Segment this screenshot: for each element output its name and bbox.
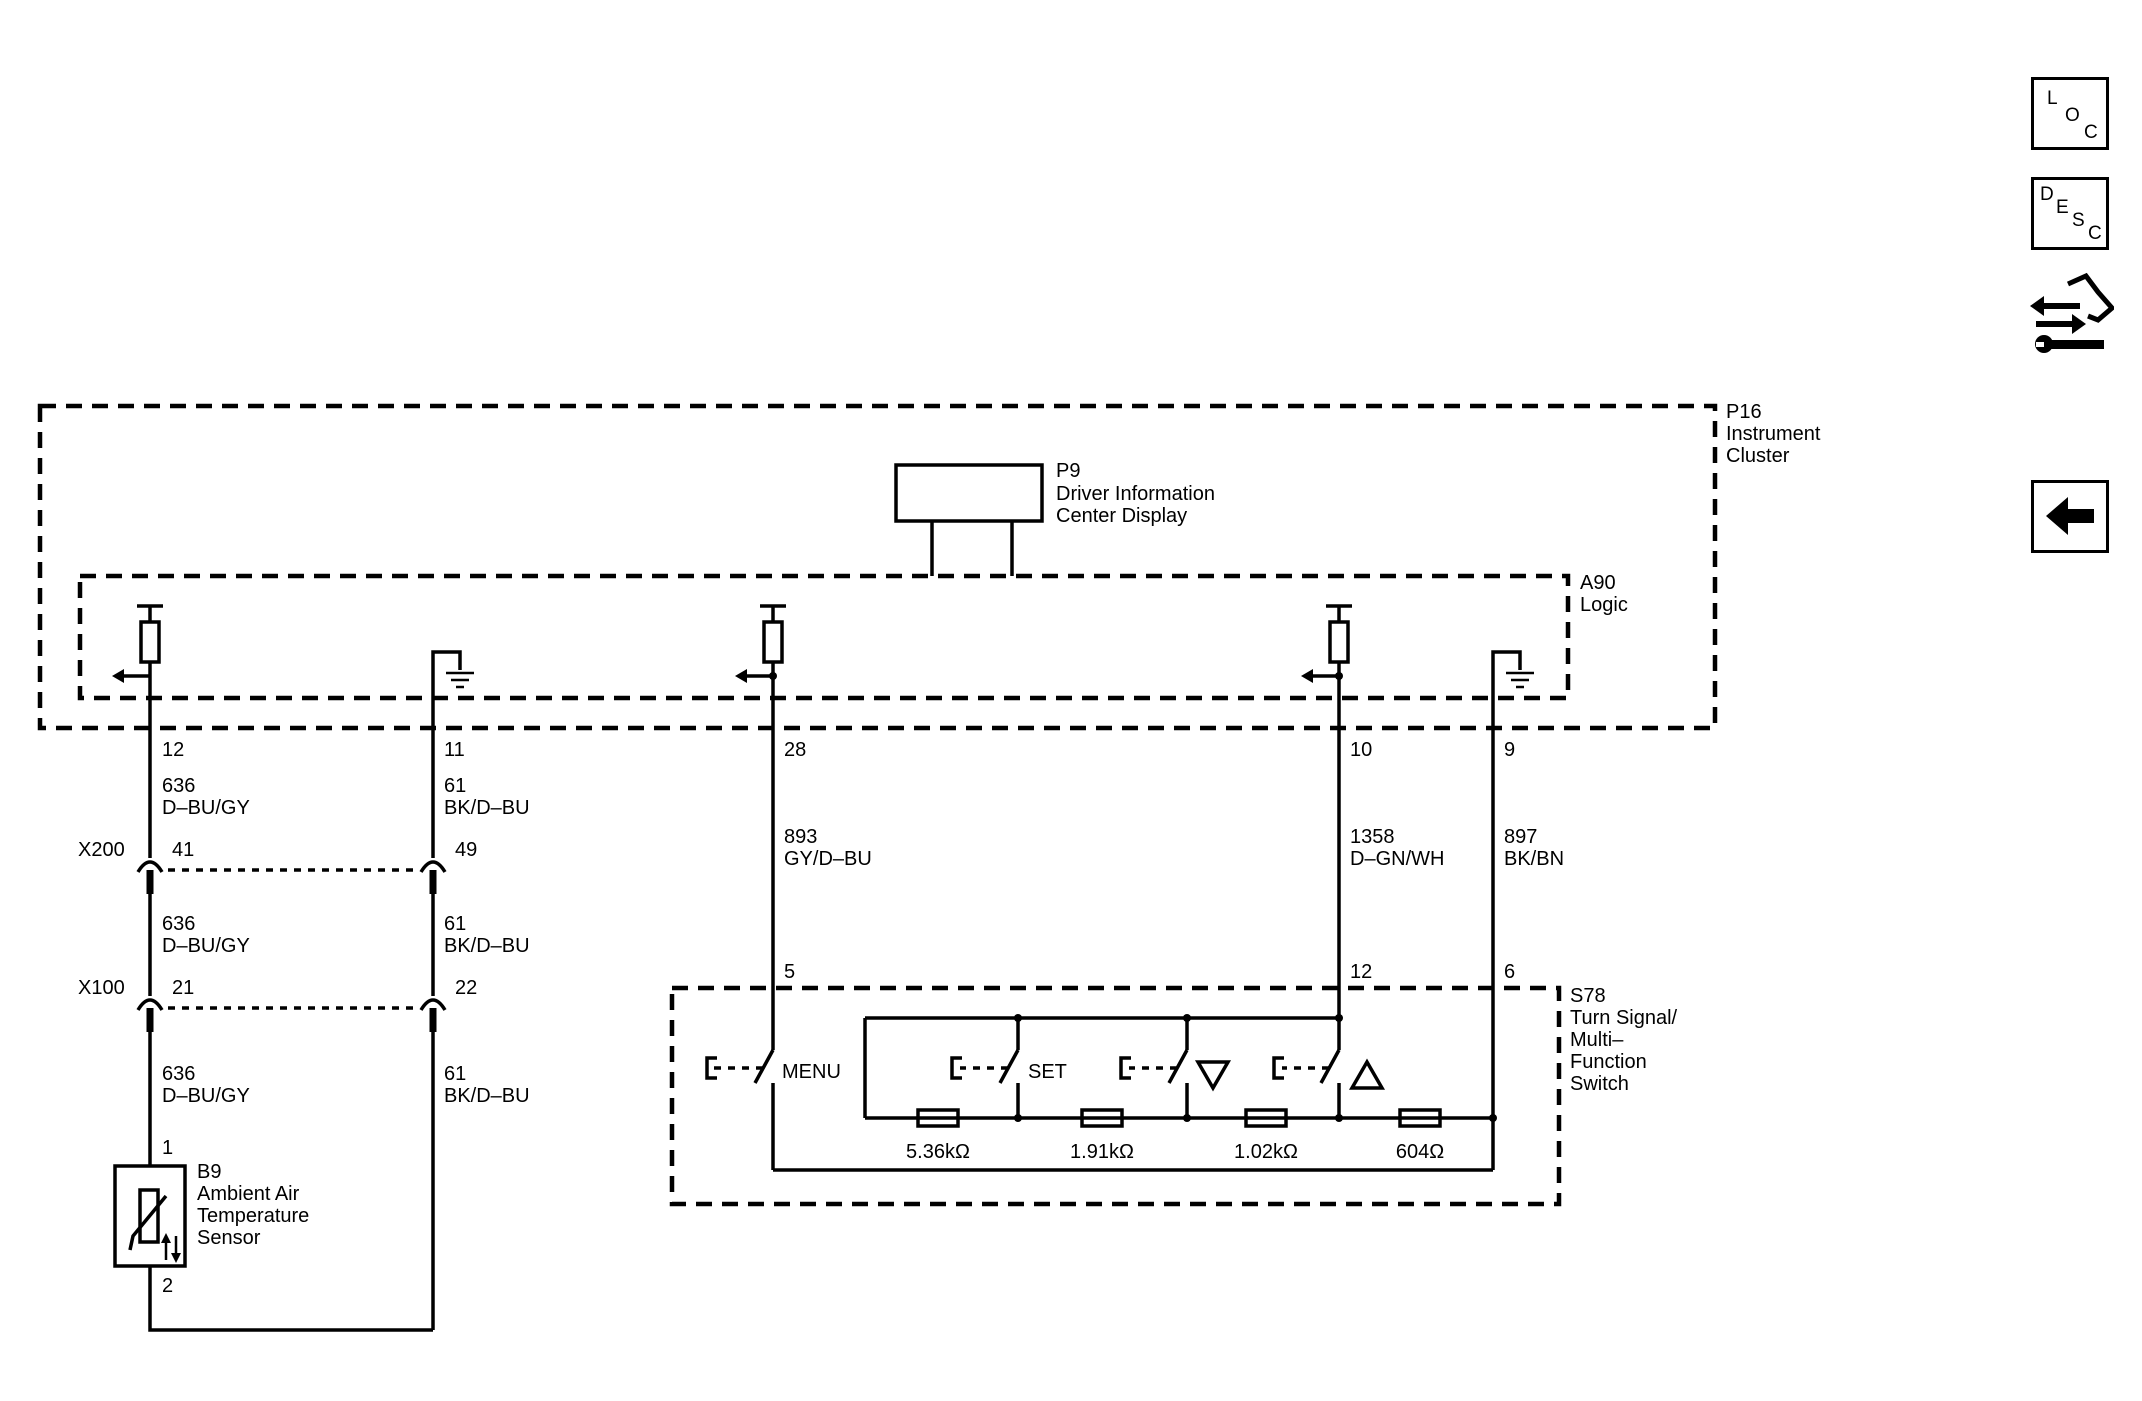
resistor-r4 xyxy=(1398,1108,1442,1128)
resistor-r3-value: 1.02kΩ xyxy=(1234,1141,1298,1163)
p16-pin-28: 28 xyxy=(784,739,806,761)
p16-pin-10: 10 xyxy=(1350,739,1372,761)
set-label: SET xyxy=(1028,1061,1067,1083)
s78-pin-6: 6 xyxy=(1504,961,1515,983)
b9-sensor-symbol xyxy=(113,1164,187,1268)
x200-pin-41: 41 xyxy=(172,839,194,861)
a90-input-10 xyxy=(1301,604,1352,740)
loc-letter-l: L xyxy=(2047,88,2058,109)
wire-61-b-circuit: 61 xyxy=(444,913,466,935)
resistor-r2 xyxy=(1080,1108,1124,1128)
wire-1358-circuit: 1358 xyxy=(1350,826,1395,848)
loc-letter-c: C xyxy=(2084,122,2098,143)
wire-636-c-color: D–BU/GY xyxy=(162,1085,250,1107)
a90-input-28 xyxy=(735,604,786,740)
x200-connector xyxy=(136,860,447,894)
p9-name-line2: Center Display xyxy=(1056,505,1187,527)
b9-id: B9 xyxy=(197,1161,221,1183)
x100-connector xyxy=(136,998,447,1032)
loc-button[interactable]: L O C xyxy=(2031,77,2109,150)
s78-name-line2: Multi– xyxy=(1570,1029,1624,1051)
desc-letter-s: S xyxy=(2072,210,2085,231)
s78-name-line4: Switch xyxy=(1570,1073,1629,1095)
menu-switch xyxy=(705,1040,775,1084)
b9-name-line3: Sensor xyxy=(197,1227,261,1249)
desc-letter-e: E xyxy=(2056,197,2069,218)
s78-pin-12: 12 xyxy=(1350,961,1372,983)
back-button[interactable] xyxy=(2031,480,2109,553)
a90-input-12 xyxy=(112,604,163,740)
p9-display-box xyxy=(894,463,1044,523)
p16-id: P16 xyxy=(1726,401,1762,423)
p9-name-line1: Driver Information xyxy=(1056,483,1215,505)
s78-pin-5: 5 xyxy=(784,961,795,983)
wire-sensor-return xyxy=(148,1266,433,1332)
connector-tool-icon[interactable] xyxy=(2028,272,2116,358)
connector-tool-icon-svg xyxy=(2030,272,2116,353)
wire-636-a-color: D–BU/GY xyxy=(162,797,250,819)
s78-switch-boundary xyxy=(669,985,1562,1207)
p16-pin-11: 11 xyxy=(444,739,465,761)
x100-pin-22: 22 xyxy=(455,977,477,999)
wire-897-color: BK/BN xyxy=(1504,848,1564,870)
wire-636-b-circuit: 636 xyxy=(162,913,195,935)
wire-61-a-color: BK/D–BU xyxy=(444,797,530,819)
p16-name-line2: Cluster xyxy=(1726,445,1790,467)
resistor-r1-value: 5.36kΩ xyxy=(906,1141,970,1163)
wire-893-circuit: 893 xyxy=(784,826,817,848)
b9-pin-2: 2 xyxy=(162,1275,173,1297)
set-switch xyxy=(950,1018,1020,1118)
back-arrow-icon xyxy=(2046,497,2094,535)
wire-61-a-circuit: 61 xyxy=(444,775,466,797)
wire-61-b-color: BK/D–BU xyxy=(444,935,530,957)
a90-id: A90 xyxy=(1580,572,1616,594)
up-switch xyxy=(1272,1018,1386,1118)
b9-name-line1: Ambient Air xyxy=(197,1183,300,1205)
wire-61-c-color: BK/D–BU xyxy=(444,1085,530,1107)
s78-switch-ladder xyxy=(771,1014,1497,1172)
s78-name-line1: Turn Signal/ xyxy=(1570,1007,1678,1029)
x100-name: X100 xyxy=(78,977,125,999)
x200-pin-49: 49 xyxy=(455,839,477,861)
x100-pin-21: 21 xyxy=(172,977,194,999)
a90-ground-11 xyxy=(431,650,476,740)
down-switch xyxy=(1119,1018,1232,1118)
p16-pin-12: 12 xyxy=(162,739,184,761)
a90-name: Logic xyxy=(1580,594,1628,616)
p9-id: P9 xyxy=(1056,460,1080,482)
s78-name-line3: Function xyxy=(1570,1051,1647,1073)
p16-instrument-cluster-boundary xyxy=(37,403,1718,731)
wire-636-b-color: D–BU/GY xyxy=(162,935,250,957)
a90-ground-9 xyxy=(1491,650,1536,740)
wire-1358-color: D–GN/WH xyxy=(1350,848,1444,870)
p16-pin-9: 9 xyxy=(1504,739,1515,761)
wire-636-a-circuit: 636 xyxy=(162,775,195,797)
p16-name-line1: Instrument xyxy=(1726,423,1821,445)
loc-letter-o: O xyxy=(2065,105,2080,126)
menu-label: MENU xyxy=(782,1061,841,1083)
a90-logic-boundary xyxy=(77,573,1571,701)
resistor-r4-value: 604Ω xyxy=(1396,1141,1444,1163)
s78-id: S78 xyxy=(1570,985,1606,1007)
wire-897-circuit: 897 xyxy=(1504,826,1537,848)
desc-letter-c: C xyxy=(2088,223,2102,244)
b9-pin-1: 1 xyxy=(162,1137,173,1159)
resistor-r2-value: 1.91kΩ xyxy=(1070,1141,1134,1163)
down-triangle-icon xyxy=(1194,1060,1232,1092)
up-triangle-icon xyxy=(1348,1058,1386,1090)
wire-893-color: GY/D–BU xyxy=(784,848,872,870)
wire-636-c-circuit: 636 xyxy=(162,1063,195,1085)
resistor-r1 xyxy=(916,1108,960,1128)
desc-letter-d: D xyxy=(2040,184,2054,205)
wire-61-c-circuit: 61 xyxy=(444,1063,466,1085)
b9-name-line2: Temperature xyxy=(197,1205,309,1227)
resistor-r3 xyxy=(1244,1108,1288,1128)
x200-name: X200 xyxy=(78,839,125,861)
desc-button[interactable]: D E S C xyxy=(2031,177,2109,250)
